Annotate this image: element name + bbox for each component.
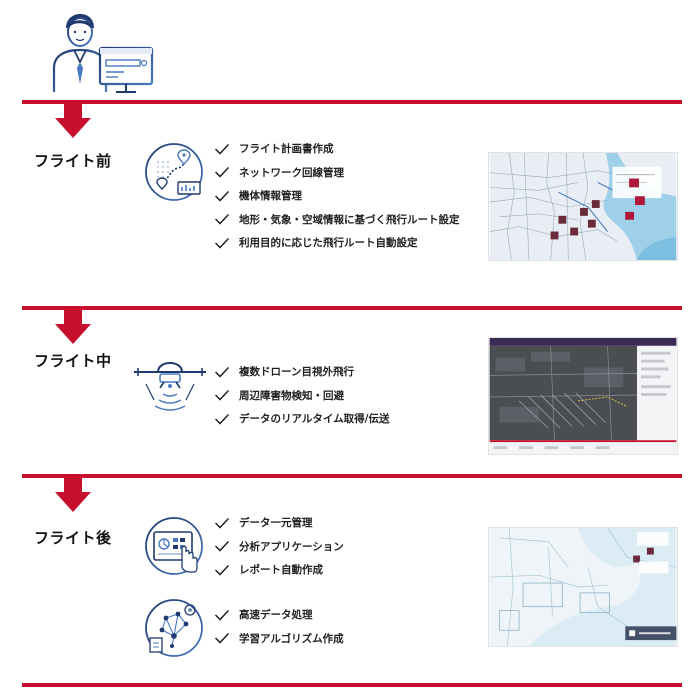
list-item: レポート自動作成 xyxy=(214,558,344,582)
list-item-label: 複数ドローン目視外飛行 xyxy=(239,366,354,379)
list-item: 複数ドローン目視外飛行 xyxy=(214,360,390,384)
list-item: 周辺障害物検知・回避 xyxy=(214,384,390,408)
route-planning-icon xyxy=(145,143,203,201)
arrow-down-icon xyxy=(55,478,91,512)
check-icon xyxy=(214,237,230,249)
arrow-down-icon xyxy=(55,104,91,138)
check-icon xyxy=(214,143,230,155)
phase-label-during-flight: フライト中 xyxy=(34,352,112,370)
feature-list-after-flight-management: データ一元管理 分析アプリケーション レポート自動作成 xyxy=(214,511,344,582)
check-icon xyxy=(214,541,230,552)
list-item: 地形・気象・空域情報に基づく飛行ルート設定 xyxy=(214,208,460,232)
operator-at-computer-icon xyxy=(52,14,154,93)
check-icon xyxy=(214,633,230,644)
list-item: データのリアルタイム取得/伝送 xyxy=(214,407,390,431)
list-item-label: レポート自動作成 xyxy=(239,564,323,577)
list-item: データ一元管理 xyxy=(214,511,344,535)
check-icon xyxy=(214,390,230,401)
route-map-screenshot xyxy=(488,152,678,261)
section-divider xyxy=(22,474,682,478)
list-item: 学習アルゴリズム作成 xyxy=(214,627,344,651)
check-icon xyxy=(214,413,230,425)
data-analysis-map-screenshot xyxy=(488,527,678,647)
check-icon xyxy=(214,167,230,178)
feature-list-before-flight: フライト計画書作成 ネットワーク回線管理 機体情報管理 地形・気象・空域情報に基… xyxy=(214,137,460,255)
list-item-label: 周辺障害物検知・回避 xyxy=(239,389,344,402)
list-item-label: ネットワーク回線管理 xyxy=(239,166,344,179)
list-item: 高速データ処理 xyxy=(214,603,344,627)
list-item-label: データ一元管理 xyxy=(239,517,313,530)
phase-label-before-flight: フライト前 xyxy=(34,152,112,170)
check-icon xyxy=(214,517,230,529)
arrow-down-icon xyxy=(55,310,91,344)
phase-label-after-flight: フライト後 xyxy=(34,529,112,547)
section-divider xyxy=(22,683,682,687)
flight-monitor-screenshot xyxy=(488,337,678,455)
list-item-label: 学習アルゴリズム作成 xyxy=(239,632,344,645)
check-icon xyxy=(214,214,230,225)
list-item-label: 分析アプリケーション xyxy=(239,540,344,553)
list-item-label: 高速データ処理 xyxy=(239,609,313,622)
list-item: ネットワーク回線管理 xyxy=(214,161,460,185)
feature-list-after-flight-processing: 高速データ処理 学習アルゴリズム作成 xyxy=(214,603,344,650)
check-icon xyxy=(214,190,230,202)
ai-network-icon xyxy=(145,599,203,657)
drone-icon xyxy=(134,361,206,411)
section-divider xyxy=(22,100,682,104)
section-divider xyxy=(22,306,682,310)
list-item-label: フライト計画書作成 xyxy=(239,143,334,156)
list-item-label: 機体情報管理 xyxy=(239,190,302,203)
list-item: フライト計画書作成 xyxy=(214,137,460,161)
list-item: 機体情報管理 xyxy=(214,184,460,208)
check-icon xyxy=(214,564,230,576)
list-item: 利用目的に応じた飛行ルート自動設定 xyxy=(214,231,460,255)
data-dashboard-icon xyxy=(145,517,203,575)
check-icon xyxy=(214,366,230,378)
list-item-label: 利用目的に応じた飛行ルート自動設定 xyxy=(239,237,418,250)
list-item-label: データのリアルタイム取得/伝送 xyxy=(239,413,390,426)
list-item: 分析アプリケーション xyxy=(214,535,344,559)
check-icon xyxy=(214,609,230,621)
feature-list-during-flight: 複数ドローン目視外飛行 周辺障害物検知・回避 データのリアルタイム取得/伝送 xyxy=(214,360,390,431)
list-item-label: 地形・気象・空域情報に基づく飛行ルート設定 xyxy=(239,213,460,226)
